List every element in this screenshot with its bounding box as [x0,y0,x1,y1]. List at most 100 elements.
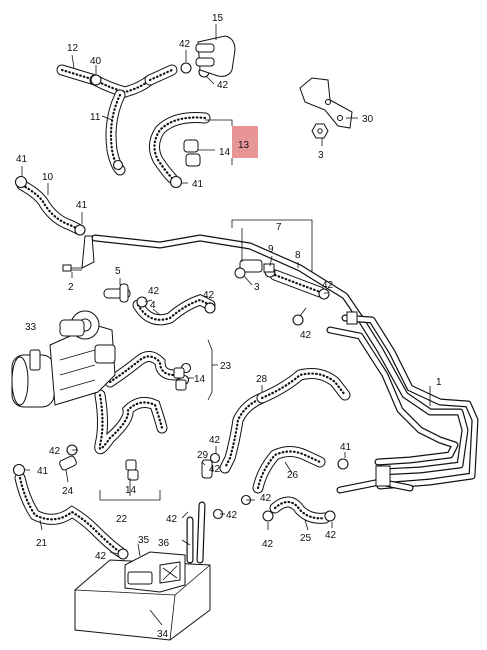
callout-42: 42 [179,39,191,50]
callout-2: 2 [68,282,74,293]
callout-13: 13 [238,140,250,151]
callout-14: 14 [219,147,231,158]
callout-42: 42 [95,551,107,562]
callout-40: 40 [90,56,102,67]
clamp-42 [136,296,148,308]
hose-4 [132,294,216,326]
hose-11 [89,64,178,176]
callout-42: 42 [209,464,221,475]
clamp-42 [318,288,330,300]
callout-41: 41 [192,179,204,190]
hose-28 [219,368,351,474]
clamp-41 [14,175,28,189]
callout-8: 8 [295,250,301,261]
clamp-40 [90,74,102,86]
callout-1: 1 [436,377,442,388]
clamp-42 [117,548,129,560]
hose-21 [14,472,126,558]
fitting-24 [59,455,77,471]
callout-42: 42 [148,286,160,297]
callout-11: 11 [90,112,101,123]
clamp-41 [337,458,349,470]
hose-12 [56,64,101,86]
callout-35: 35 [138,535,150,546]
leader-lines [21,24,431,626]
callout-42: 42 [166,514,178,525]
callout-42: 42 [209,435,221,446]
callout-41: 41 [340,442,352,453]
clamp-42 [204,302,216,314]
callout-42: 42 [203,290,215,301]
callout-23: 23 [220,361,232,372]
callout-36: 36 [158,538,170,549]
callout-34: 34 [157,629,169,640]
callout-3: 3 [254,282,260,293]
pipes-36 [186,501,206,564]
callout-42: 42 [226,510,238,521]
clamp-41 [169,175,183,189]
callout-9: 9 [268,244,274,255]
hoses [14,64,351,558]
connector-14 [183,139,201,167]
callout-41: 41 [37,466,49,477]
bolt-2 [62,264,82,272]
heater-unit-34 [74,551,211,641]
fitting-9 [234,259,275,279]
clamp-42 [180,62,192,74]
callout-26: 26 [287,470,299,481]
callout-14: 14 [125,485,137,496]
callout-12: 12 [67,43,79,54]
hose-23 [104,351,181,388]
callout-42: 42 [49,446,61,457]
hose-25 [269,496,331,524]
callout-41: 41 [16,154,28,165]
callout-10: 10 [42,172,54,183]
small-parts [59,35,353,564]
pipe-bracket [81,235,95,269]
hose-13 [149,112,211,184]
callout-29: 29 [197,450,209,461]
callout-3: 3 [318,150,324,161]
callout-15: 15 [212,13,224,24]
nut-3 [311,123,329,139]
callout-14: 14 [194,374,206,385]
callout-21: 21 [36,538,48,549]
hose-26 [252,446,326,494]
callout-30: 30 [362,114,374,125]
callout-41: 41 [76,200,88,211]
hose-8 [269,269,326,298]
callout-5: 5 [115,266,121,277]
clamp [112,159,124,171]
clamp-42 [324,510,336,522]
callout-24: 24 [62,486,74,497]
hose-22 [94,389,168,455]
highlight-part-13 [232,126,258,158]
clamp-42 [262,510,274,522]
clamp-42 [209,452,221,464]
pipe-stub [346,311,358,325]
callout-7: 7 [276,222,282,233]
callout-labels: 15 12 40 42 42 11 13 14 41 41 10 41 30 3… [16,13,442,640]
callout-25: 25 [300,533,312,544]
callout-22: 22 [116,514,128,525]
callout-42: 42 [260,493,272,504]
bracket-30 [299,77,353,129]
connector-14 [173,367,187,391]
callout-42: 42 [322,280,334,291]
callout-42: 42 [217,80,229,91]
callout-42: 42 [262,539,274,550]
pipe-bracket [375,465,391,487]
flange-15 [195,35,236,77]
clamp-42 [292,314,304,326]
clamp-41 [74,224,86,236]
connector-14 [125,459,139,481]
egr-module-33 [11,310,116,408]
hose-10 [16,179,86,236]
callout-33: 33 [25,322,37,333]
clamp-41 [12,463,26,477]
callout-42: 42 [300,330,312,341]
callout-42: 42 [325,530,337,541]
callout-28: 28 [256,374,268,385]
coolant-pipe-assembly [91,234,479,494]
